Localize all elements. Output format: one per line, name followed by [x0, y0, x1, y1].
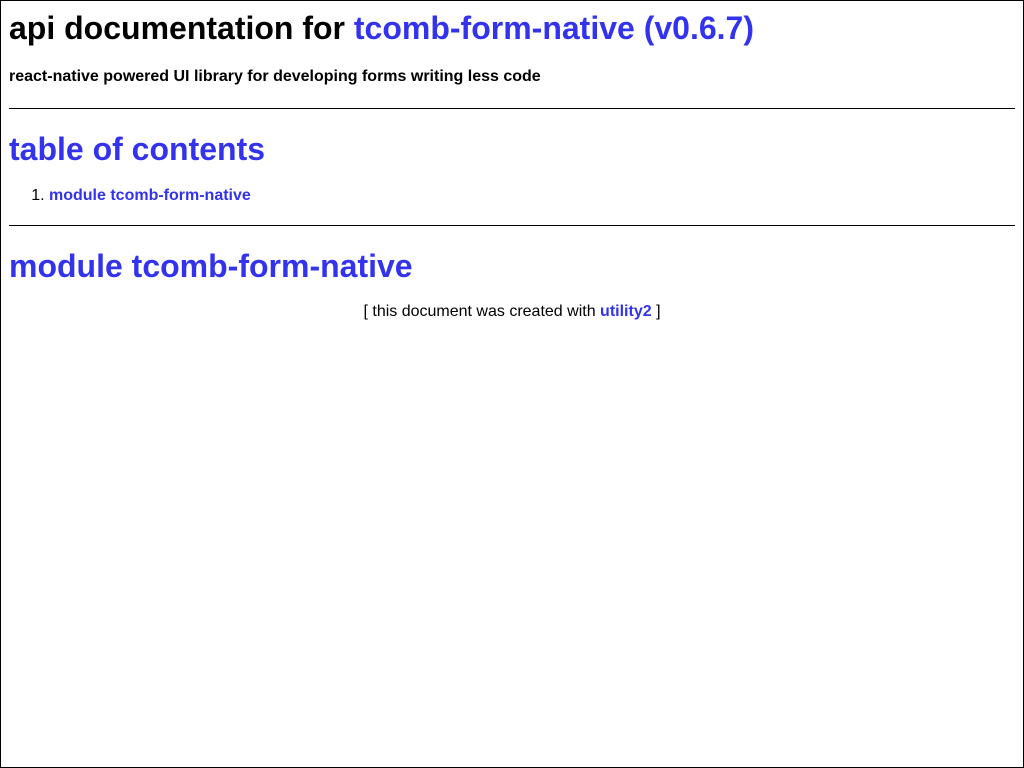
module-heading-link[interactable]: module tcomb-form-native — [9, 248, 413, 284]
toc-list: module tcomb-form-native — [9, 187, 1015, 205]
divider — [9, 225, 1015, 226]
package-description: react-native powered UI library for deve… — [9, 68, 541, 85]
utility2-link[interactable]: utility2 — [600, 303, 652, 320]
footer-text: this document was created with — [372, 303, 596, 320]
footer-close-bracket: ] — [656, 303, 661, 320]
toc-item-link[interactable]: module tcomb-form-native — [49, 187, 251, 204]
footer-open-bracket: [ — [363, 303, 368, 320]
divider — [9, 108, 1015, 109]
page-title-prefix: api documentation for — [9, 10, 345, 46]
toc-heading-link[interactable]: table of contents — [9, 131, 266, 167]
footer: [ this document was created with utility… — [9, 303, 1015, 321]
toc-item: module tcomb-form-native — [49, 187, 1015, 205]
page-title: api documentation for tcomb-form-native … — [9, 1, 1015, 45]
module-heading: module tcomb-form-native — [9, 249, 1015, 283]
toc-heading: table of contents — [9, 132, 1015, 166]
package-link[interactable]: tcomb-form-native (v0.6.7) — [353, 10, 754, 46]
